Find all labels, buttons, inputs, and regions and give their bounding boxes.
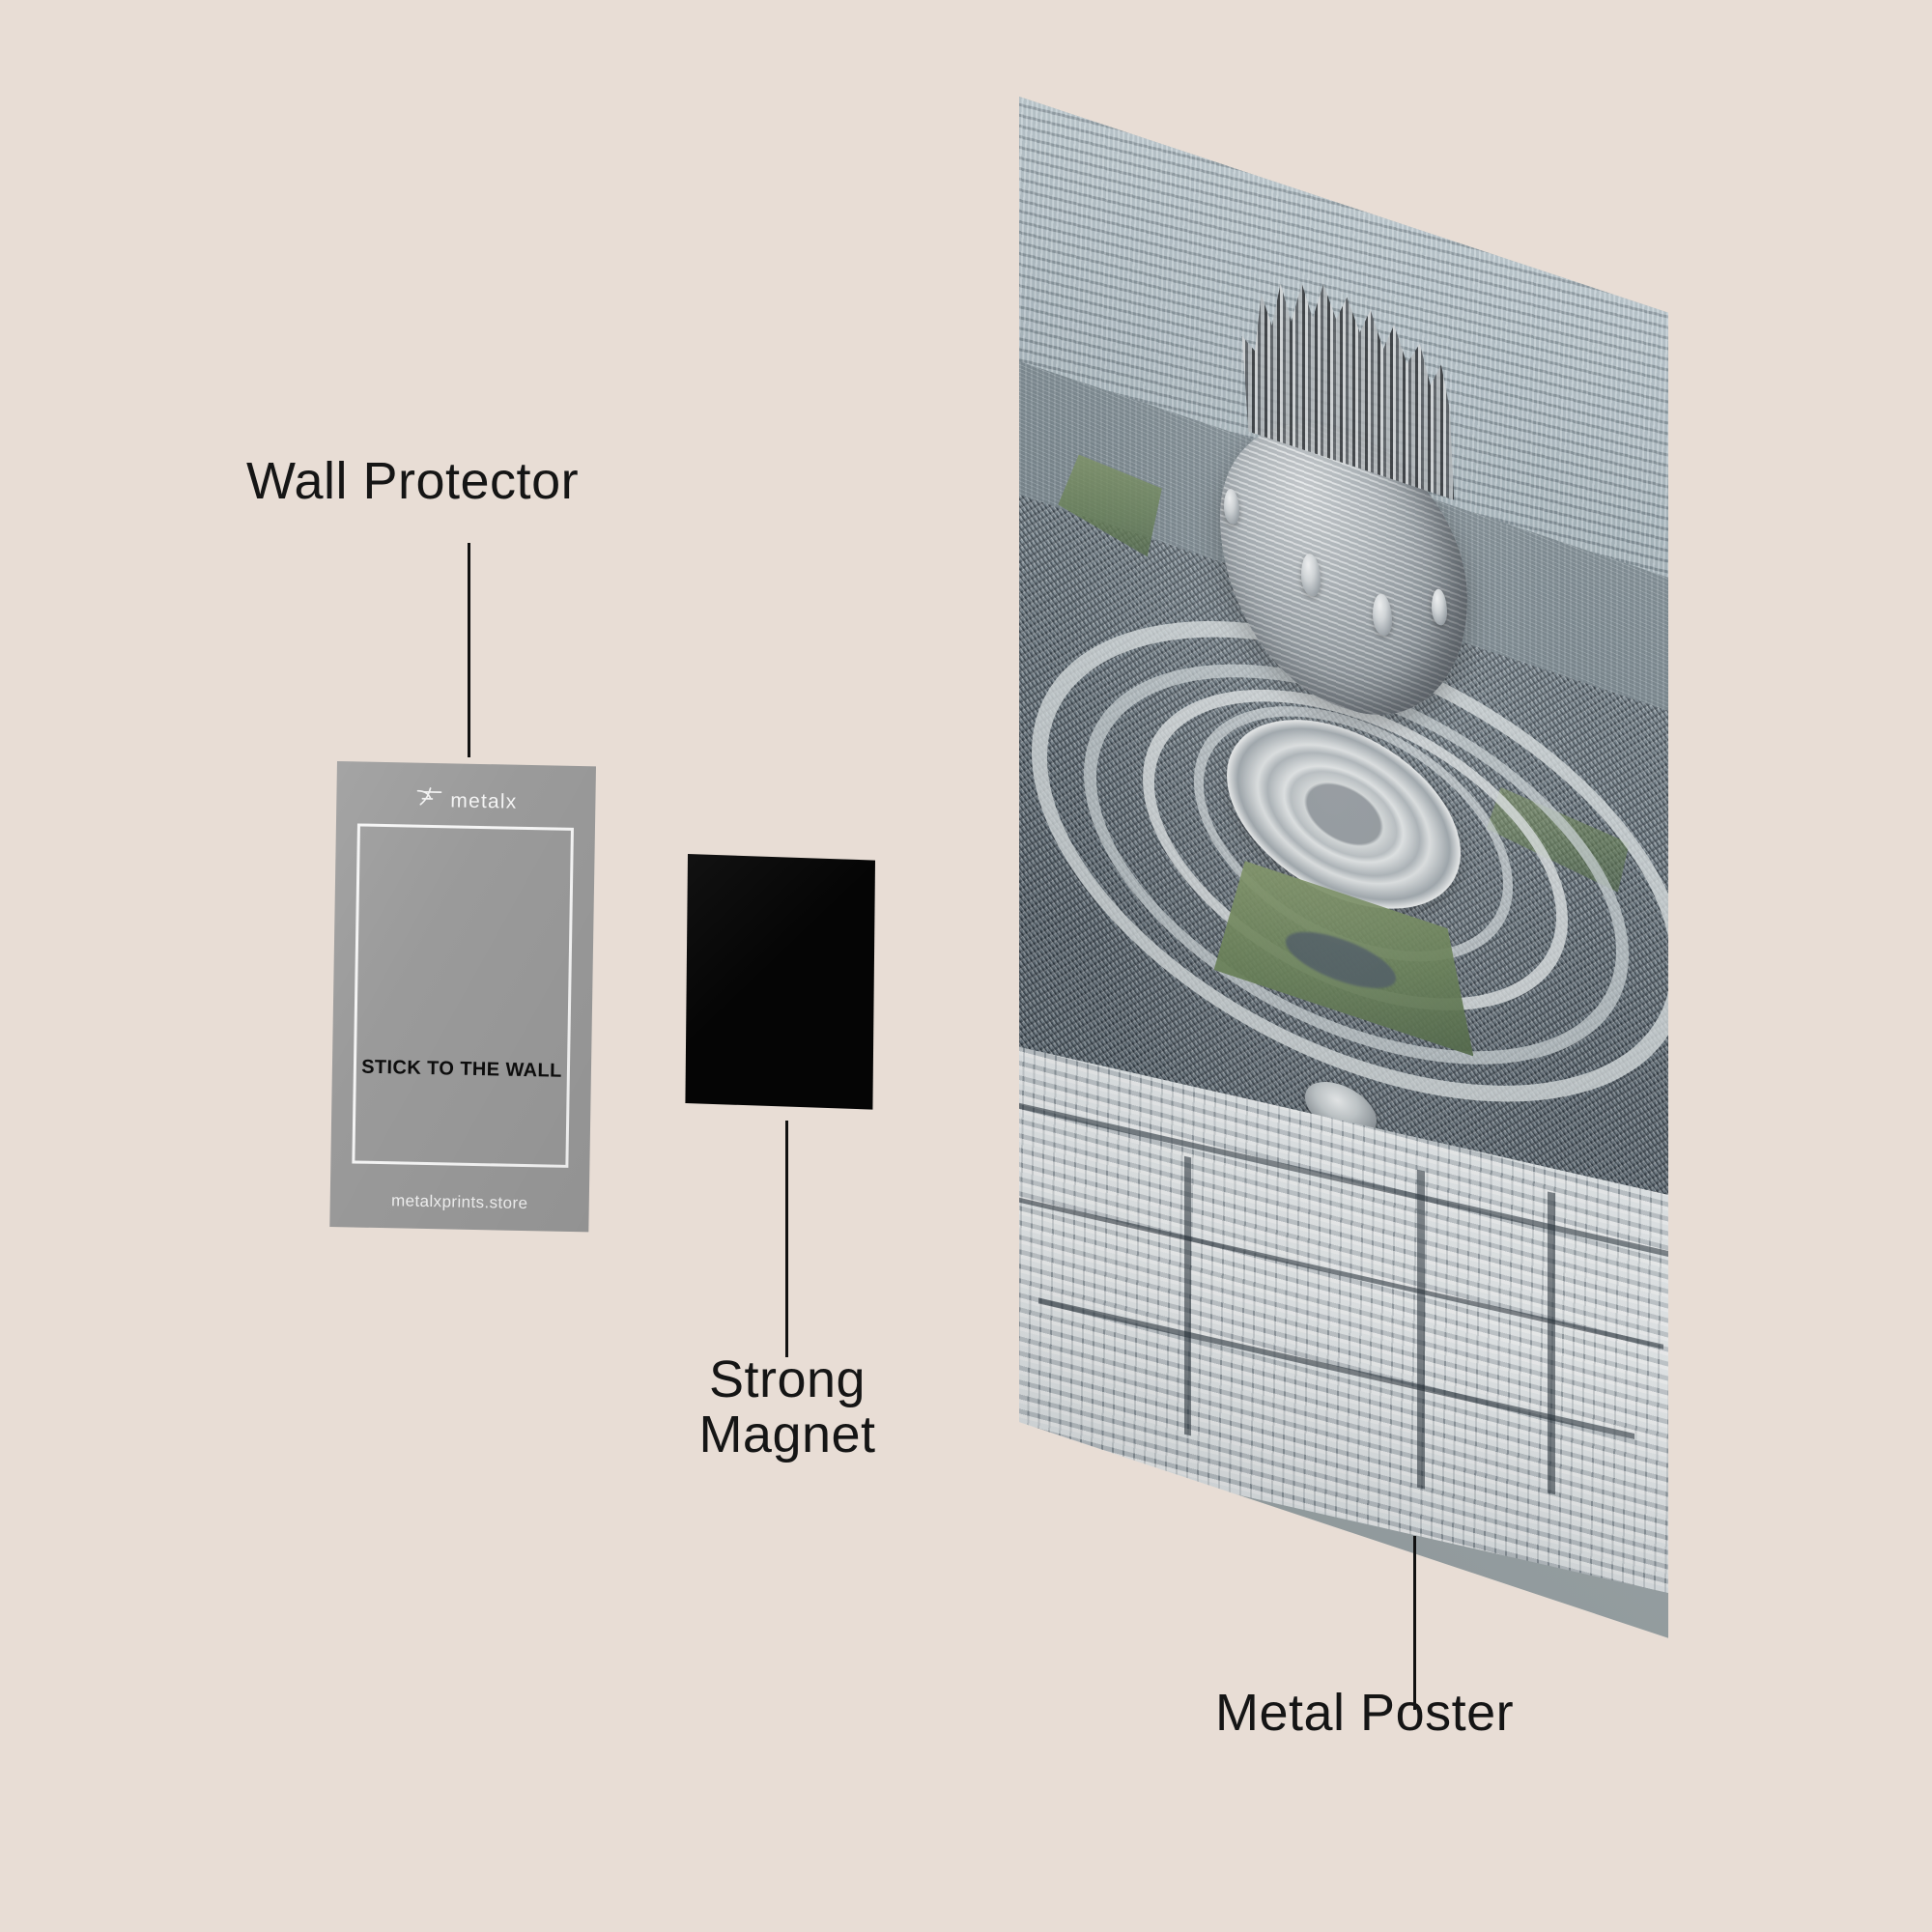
foreground-column [1416, 1169, 1425, 1490]
store-url-text: metalxprints.store [390, 1191, 528, 1213]
poster-art-canvas [1019, 97, 1668, 1638]
strong-magnet-square [685, 854, 875, 1110]
metal-poster-artwork [1019, 97, 1668, 1638]
metal-poster-label: Metal Poster [1215, 1684, 1515, 1742]
wall-protector-leader-line [468, 543, 470, 757]
card-inner-frame [352, 823, 574, 1168]
brand-name: metalx [450, 788, 518, 813]
wall-protector-card: metalx STICK TO THE WALL metalxprints.st… [329, 761, 596, 1233]
strong-magnet-label: Strong Magnet [698, 1350, 876, 1463]
brand-logo: metalx [336, 784, 595, 817]
metalx-cross-icon [414, 786, 443, 815]
wall-protector-label: Wall Protector [246, 452, 580, 510]
foreground-column [1547, 1190, 1555, 1495]
foreground-rail [1019, 1195, 1664, 1350]
magnet-sheen-overlay [685, 854, 875, 1110]
foreground-column [1183, 1155, 1191, 1436]
metal-poster-leader-line [1413, 1536, 1416, 1710]
strong-magnet-leader-line [785, 1121, 788, 1357]
